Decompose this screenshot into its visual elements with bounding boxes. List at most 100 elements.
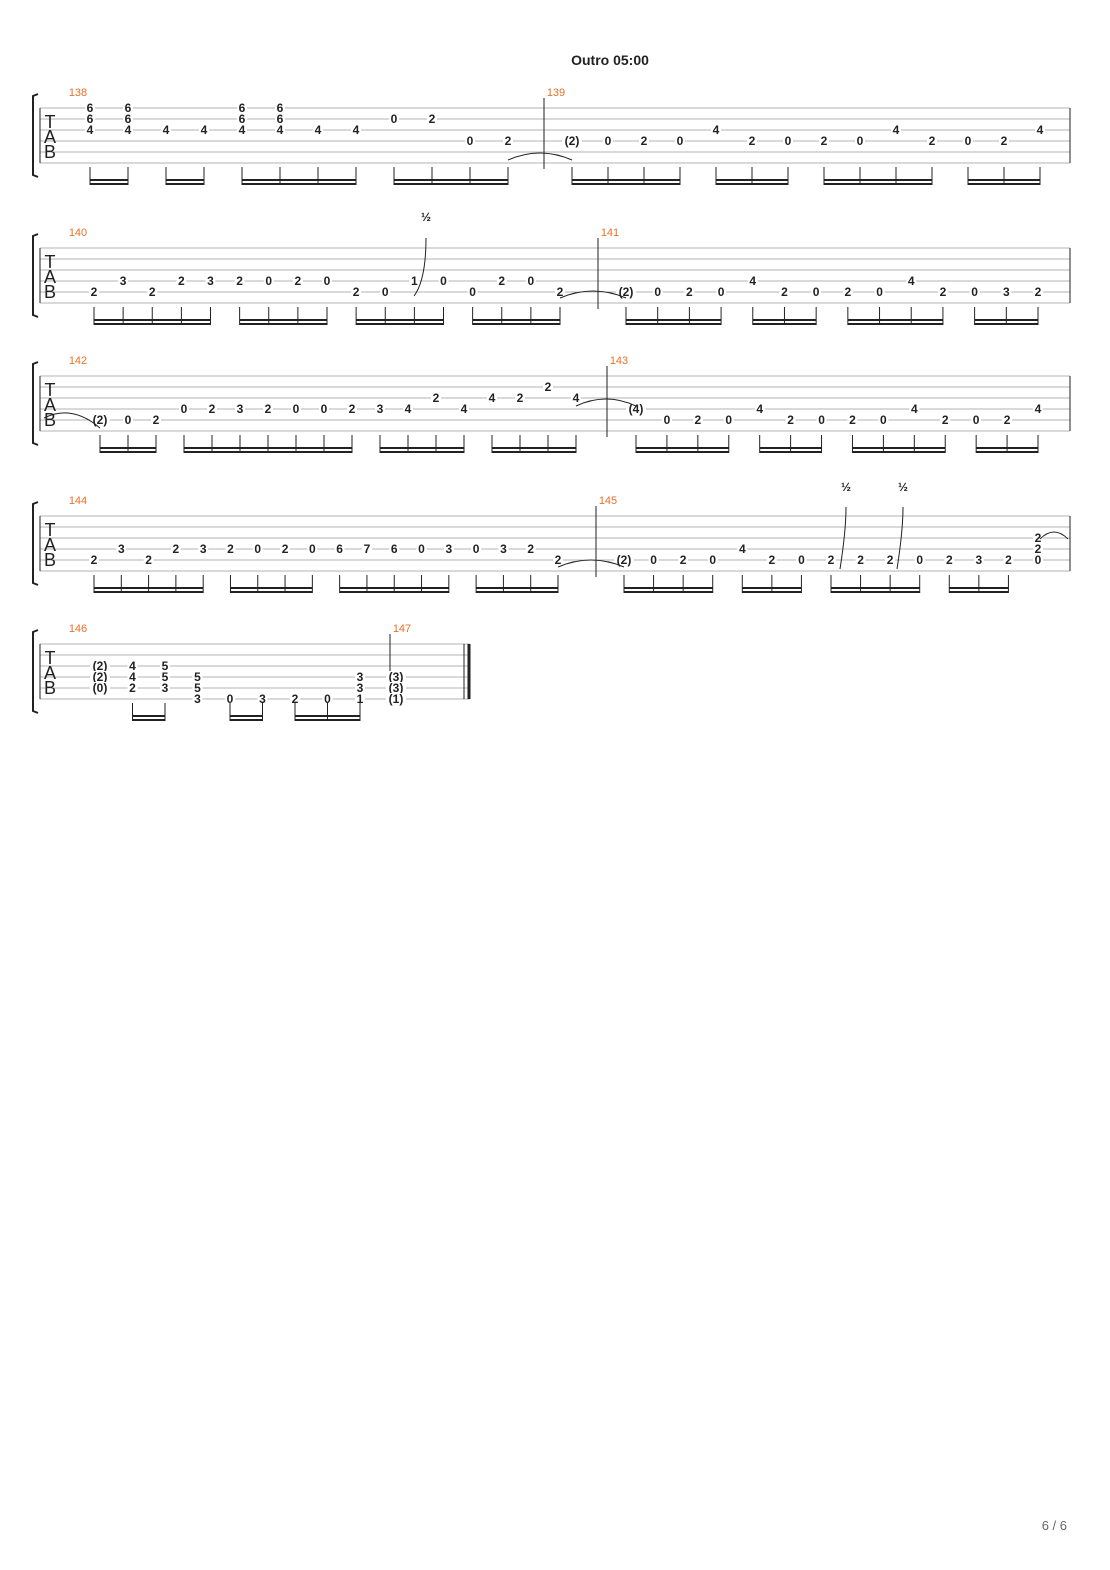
fret-number: (2): [619, 285, 634, 299]
fret-background: [127, 660, 138, 672]
fret-background: [723, 414, 734, 426]
fret-background: [842, 286, 853, 298]
fret-number: 4: [1035, 402, 1042, 416]
fret-number: 0: [785, 134, 792, 148]
fret-background: [639, 135, 649, 147]
fret-background: [973, 554, 984, 566]
note-beam: [759, 447, 822, 449]
fret-number: 2: [942, 413, 949, 427]
fret-number: 2: [236, 274, 243, 288]
note-beam: [626, 323, 722, 325]
tab-clef-letter: A: [44, 663, 56, 683]
note-beam: [339, 591, 449, 593]
note-beam: [624, 591, 713, 593]
note-beam: [824, 183, 932, 185]
fret-number: 0: [227, 692, 234, 706]
fret-number: 3: [357, 681, 364, 695]
fret-background: [355, 682, 365, 694]
fret-number: 2: [91, 553, 98, 567]
fret-background: [571, 392, 581, 404]
fret-number: 0: [971, 285, 978, 299]
fret-background: [678, 554, 689, 566]
fret-background: [257, 693, 268, 705]
note-beam: [184, 451, 352, 453]
fret-number: 0: [857, 134, 864, 148]
fret-background: [275, 124, 285, 136]
fret-background: [603, 135, 613, 147]
fret-background: [785, 414, 796, 426]
measure-number: 144: [69, 495, 87, 507]
fret-number: 7: [364, 542, 371, 556]
measure-number: 145: [599, 495, 617, 507]
fret-number: 3: [118, 542, 125, 556]
fret-number: 3: [237, 402, 244, 416]
fret-background: [275, 102, 285, 114]
fret-number: 3: [976, 553, 983, 567]
fret-number: 0: [125, 413, 132, 427]
fret-number: 6: [239, 112, 246, 126]
fret-background: [351, 286, 362, 298]
fret-background: [118, 275, 129, 287]
fret-background: [160, 671, 170, 683]
note-beam: [476, 587, 558, 589]
bend-arrow: [413, 237, 427, 297]
fret-background: [707, 554, 718, 566]
fret-background: [123, 113, 133, 125]
fret-number: 4: [573, 391, 580, 405]
fret-background: [525, 543, 536, 555]
fret-number: 3: [200, 542, 207, 556]
fret-number: 5: [162, 659, 169, 673]
fret-number: 1: [411, 274, 418, 288]
note-beam: [166, 179, 204, 181]
fret-background: [616, 286, 636, 298]
fret-number: 2: [265, 402, 272, 416]
fret-number: 2: [173, 542, 180, 556]
fret-number: 4: [315, 123, 322, 137]
note-beam: [626, 319, 722, 321]
fret-background: [275, 113, 285, 125]
fret-background: [237, 102, 247, 114]
fret-number: 0: [324, 274, 331, 288]
fret-background: [237, 124, 247, 136]
note-beam: [976, 447, 1038, 449]
fret-number: 4: [739, 542, 746, 556]
fret-background: [855, 135, 865, 147]
note-beam: [572, 183, 680, 185]
note-beam: [380, 447, 464, 449]
note-beam: [742, 591, 802, 593]
note-beam: [295, 715, 360, 717]
note-beam: [472, 319, 560, 321]
fret-number: 0: [293, 402, 300, 416]
fret-number: 2: [349, 402, 356, 416]
note-beam: [476, 591, 558, 593]
fret-number: 2: [433, 391, 440, 405]
note-beam: [624, 587, 713, 589]
tab-clef-letter: A: [44, 267, 56, 287]
fret-background: [192, 671, 203, 683]
note-beam: [492, 447, 576, 449]
fret-background: [779, 286, 790, 298]
fret-number: 2: [1035, 531, 1042, 545]
note-beam: [394, 183, 508, 185]
note-beam: [716, 179, 788, 181]
tie-arc: [559, 290, 627, 299]
fret-background: [192, 693, 203, 705]
fret-number: 4: [129, 659, 136, 673]
tab-clef-letter: B: [44, 142, 56, 162]
fret-number: 0: [181, 402, 188, 416]
fret-number: 2: [787, 413, 794, 427]
note-beam: [184, 447, 352, 449]
tab-clef-letter: A: [44, 395, 56, 415]
tab-clef-letter: T: [45, 252, 56, 272]
note-beam: [230, 591, 313, 593]
fret-background: [443, 543, 454, 555]
fret-background: [754, 403, 765, 415]
fret-background: [161, 124, 171, 136]
fret-number: 4: [129, 670, 136, 684]
note-beam: [90, 179, 128, 181]
fret-background: [614, 554, 634, 566]
fret-background: [380, 286, 391, 298]
fret-number: 4: [713, 123, 720, 137]
fret-number: 3: [445, 542, 452, 556]
note-beam: [974, 323, 1038, 325]
